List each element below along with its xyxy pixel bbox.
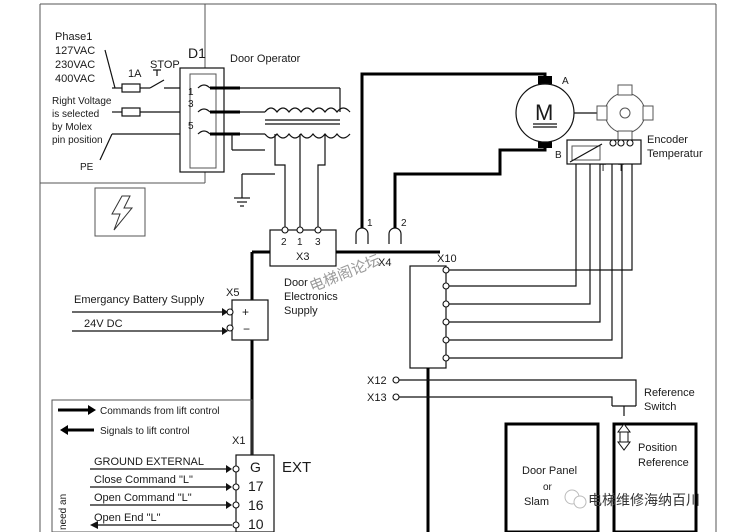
signal-arrow-icon [60, 425, 68, 435]
lightning-icon [111, 195, 134, 231]
svg-text:G: G [250, 459, 261, 475]
ext-label: EXT [282, 459, 311, 476]
svg-text:127VAC: 127VAC [55, 45, 95, 57]
svg-text:T: T [618, 163, 624, 174]
fuse-label: 1A [128, 68, 142, 80]
encoder-label: Encoder [647, 134, 688, 146]
door-electronics-supply-label: Door Electronics Supply [284, 277, 338, 317]
x1-row-close-command: Close Command "L" 17 [90, 474, 264, 494]
phase-labels: Phase1 127VAC 230VAC 400VAC [55, 31, 95, 85]
svg-text:Supply: Supply [284, 305, 318, 317]
svg-text:1: 1 [297, 237, 303, 248]
svg-text:16: 16 [248, 497, 264, 513]
svg-text:1: 1 [188, 87, 194, 98]
temperature-label: Temperatur [647, 148, 703, 160]
dc-24v-label: 24V DC [84, 318, 123, 330]
x1-label: X1 [232, 435, 245, 447]
x5-connector [231, 299, 269, 341]
fuse-symbol [121, 83, 141, 93]
svg-text:2: 2 [401, 218, 407, 229]
svg-text:1: 1 [367, 218, 373, 229]
motor-m-label: M [535, 100, 553, 125]
svg-text:10: 10 [248, 516, 264, 532]
wechat-watermark: 电梯维修海纳百川 [564, 489, 700, 509]
svg-text:2: 2 [281, 237, 287, 248]
svg-text:or: or [543, 482, 553, 493]
svg-text:3: 3 [188, 99, 194, 110]
door-operator-label: Door Operator [230, 53, 301, 65]
svg-text:Right Voltage: Right Voltage [52, 96, 112, 107]
svg-text:by Molex: by Molex [52, 122, 92, 133]
position-reference-box [612, 422, 698, 532]
x12-label: X12 [367, 375, 387, 387]
x1-row-open-end: Open End "L" 10 [90, 512, 264, 532]
x1-connector [235, 454, 275, 532]
x13-label: X13 [367, 392, 387, 404]
svg-text:Open End "L": Open End "L" [94, 512, 161, 524]
svg-text:GROUND EXTERNAL: GROUND EXTERNAL [94, 456, 204, 468]
x1-row-open-command: Open Command "L" 16 [90, 492, 264, 513]
x5-label: X5 [226, 287, 239, 299]
svg-text:Close Command "L": Close Command "L" [94, 474, 193, 486]
x3-label: X3 [296, 251, 309, 263]
door-panel-label: Door Panel [522, 465, 577, 477]
svg-text:Position: Position [638, 442, 677, 454]
svg-text:电梯维修海纳百川: 电梯维修海纳百川 [588, 492, 700, 508]
motor-terminal-b: B [555, 150, 562, 161]
d1-connector [179, 67, 225, 173]
legend-signals: Signals to lift control [100, 426, 190, 437]
svg-text:Electronics: Electronics [284, 291, 338, 303]
svg-text:Open Command "L": Open Command "L" [94, 492, 192, 504]
svg-text:is selected: is selected [52, 109, 99, 120]
transformer [264, 107, 351, 139]
x1-row-ground: GROUND EXTERNAL G [90, 456, 261, 475]
d1-title: D1 [188, 45, 206, 61]
svg-text:Reference: Reference [638, 457, 689, 469]
svg-text:pin position: pin position [52, 135, 103, 146]
motor-terminal-a: A [562, 76, 569, 87]
encoder-wheel-icon [596, 84, 654, 142]
door-panel-box [504, 422, 600, 532]
x10-connector [409, 265, 447, 369]
position-sensor-icon [619, 431, 629, 443]
thermistor-symbol [571, 145, 601, 161]
svg-text:400VAC: 400VAC [55, 73, 95, 85]
svg-text:Phase1: Phase1 [55, 31, 92, 43]
hazard-box [94, 187, 146, 237]
x10-label: X10 [437, 253, 457, 265]
battery-supply-label: Emergancy Battery Supply [74, 294, 205, 306]
stop-label: STOP [150, 59, 180, 71]
svg-text:Door: Door [284, 277, 308, 289]
pe-label: PE [80, 162, 94, 173]
svg-text:X4: X4 [378, 257, 391, 269]
stop-switch [149, 79, 165, 89]
svg-text:3: 3 [315, 237, 321, 248]
svg-text:230VAC: 230VAC [55, 59, 95, 71]
phase-slash [104, 49, 116, 89]
reference-switch-label: Reference [644, 387, 695, 399]
svg-text:−: − [243, 322, 250, 336]
legend-commands: Commands from lift control [100, 406, 219, 417]
legend-side-text: need an [58, 494, 69, 530]
svg-text:5: 5 [188, 121, 194, 132]
svg-text:+: + [242, 305, 249, 319]
command-arrow-icon [88, 405, 96, 415]
svg-text:Switch: Switch [644, 401, 676, 413]
svg-text:Slam: Slam [524, 496, 549, 508]
voltage-note: Right Voltage is selected by Molex pin p… [52, 96, 112, 146]
svg-text:T: T [600, 163, 606, 174]
svg-text:17: 17 [248, 478, 264, 494]
